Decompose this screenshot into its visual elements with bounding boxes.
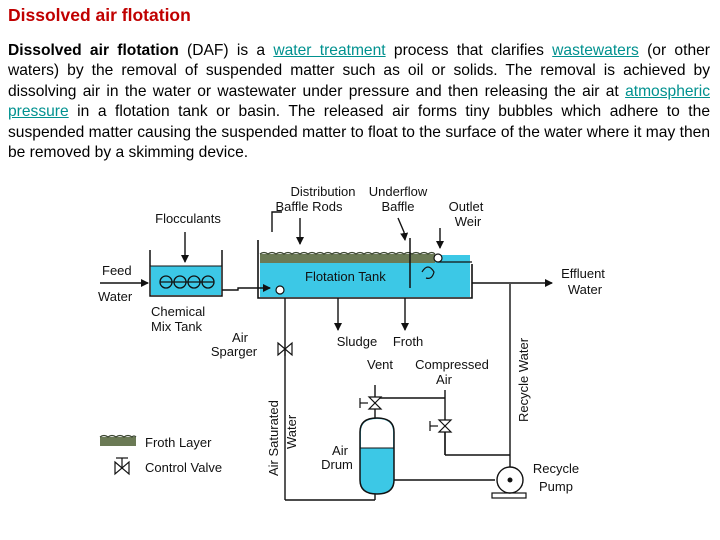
label-flotation-tank: Flotation Tank bbox=[305, 269, 386, 284]
label-underflow-1: Underflow bbox=[369, 184, 428, 199]
page-title: Dissolved air flotation bbox=[8, 5, 191, 25]
label-effluent-2: Water bbox=[568, 282, 603, 297]
label-air-sparger-2: Sparger bbox=[211, 344, 258, 359]
pipe-network bbox=[100, 211, 553, 501]
label-chemical-1: Chemical bbox=[151, 304, 205, 319]
valve-sparger-line bbox=[277, 341, 293, 357]
text-segment-2: process that clarifies bbox=[385, 42, 553, 59]
link-atmospheric-pressure[interactable]: atmospheric pressure bbox=[8, 82, 710, 121]
label-sludge: Sludge bbox=[337, 334, 377, 349]
label-compressed-2: Air bbox=[436, 372, 453, 387]
control-valves bbox=[277, 341, 453, 433]
label-air-saturated-2: Water bbox=[284, 414, 299, 449]
label-froth: Froth bbox=[393, 334, 423, 349]
label-air-drum-1: Air bbox=[332, 443, 349, 458]
link-water-treatment[interactable]: water treatment bbox=[273, 42, 386, 59]
text-segment-3: (or other waters) by the removal of susp… bbox=[8, 42, 710, 100]
label-froth-layer: Froth Layer bbox=[145, 435, 212, 450]
label-distribution-1: Distribution bbox=[290, 184, 355, 199]
diagram-labels: Distribution Baffle Rods Underflow Baffl… bbox=[98, 184, 605, 494]
label-air-saturated-1: Air Saturated bbox=[266, 400, 281, 476]
description-paragraph: Dissolved air flotation (DAF) is a water… bbox=[8, 41, 710, 163]
text-segment-1: (DAF) is a bbox=[178, 42, 274, 59]
label-outlet-1: Outlet bbox=[449, 199, 484, 214]
froth-layer bbox=[260, 254, 435, 263]
label-compressed-1: Compressed bbox=[415, 357, 489, 372]
label-outlet-2: Weir bbox=[455, 214, 482, 229]
chemical-mix-tank bbox=[149, 250, 223, 297]
label-recycle-pump-2: Pump bbox=[539, 479, 573, 494]
label-air-sparger-1: Air bbox=[232, 330, 249, 345]
label-chemical-2: Mix Tank bbox=[151, 319, 203, 334]
label-feed: Feed bbox=[102, 263, 132, 278]
legend-froth-swatch bbox=[100, 437, 136, 446]
label-distribution-2: Baffle Rods bbox=[276, 199, 343, 214]
label-recycle-water: Recycle Water bbox=[516, 337, 531, 422]
air-drum bbox=[359, 417, 395, 495]
label-effluent-1: Effluent bbox=[561, 266, 605, 281]
link-wastewaters[interactable]: wastewaters bbox=[552, 42, 639, 59]
label-underflow-2: Baffle bbox=[381, 199, 414, 214]
valve-compressed-air bbox=[429, 419, 453, 433]
label-vent: Vent bbox=[367, 357, 393, 372]
term-bold: Dissolved air flotation bbox=[8, 42, 179, 59]
legend bbox=[99, 434, 137, 476]
label-flocculants: Flocculants bbox=[155, 211, 221, 226]
label-air-drum-2: Drum bbox=[321, 457, 353, 472]
flotation-tank bbox=[257, 238, 473, 299]
sparger-outlet bbox=[275, 285, 285, 295]
recycle-pump bbox=[491, 466, 527, 499]
label-control-valve: Control Valve bbox=[145, 460, 222, 475]
text-segment-4: in a flotation tank or basin. The releas… bbox=[8, 103, 710, 162]
legend-valve-symbol bbox=[114, 457, 130, 476]
label-recycle-pump-1: Recycle bbox=[533, 461, 579, 476]
label-water: Water bbox=[98, 289, 133, 304]
valve-vent bbox=[359, 396, 383, 410]
